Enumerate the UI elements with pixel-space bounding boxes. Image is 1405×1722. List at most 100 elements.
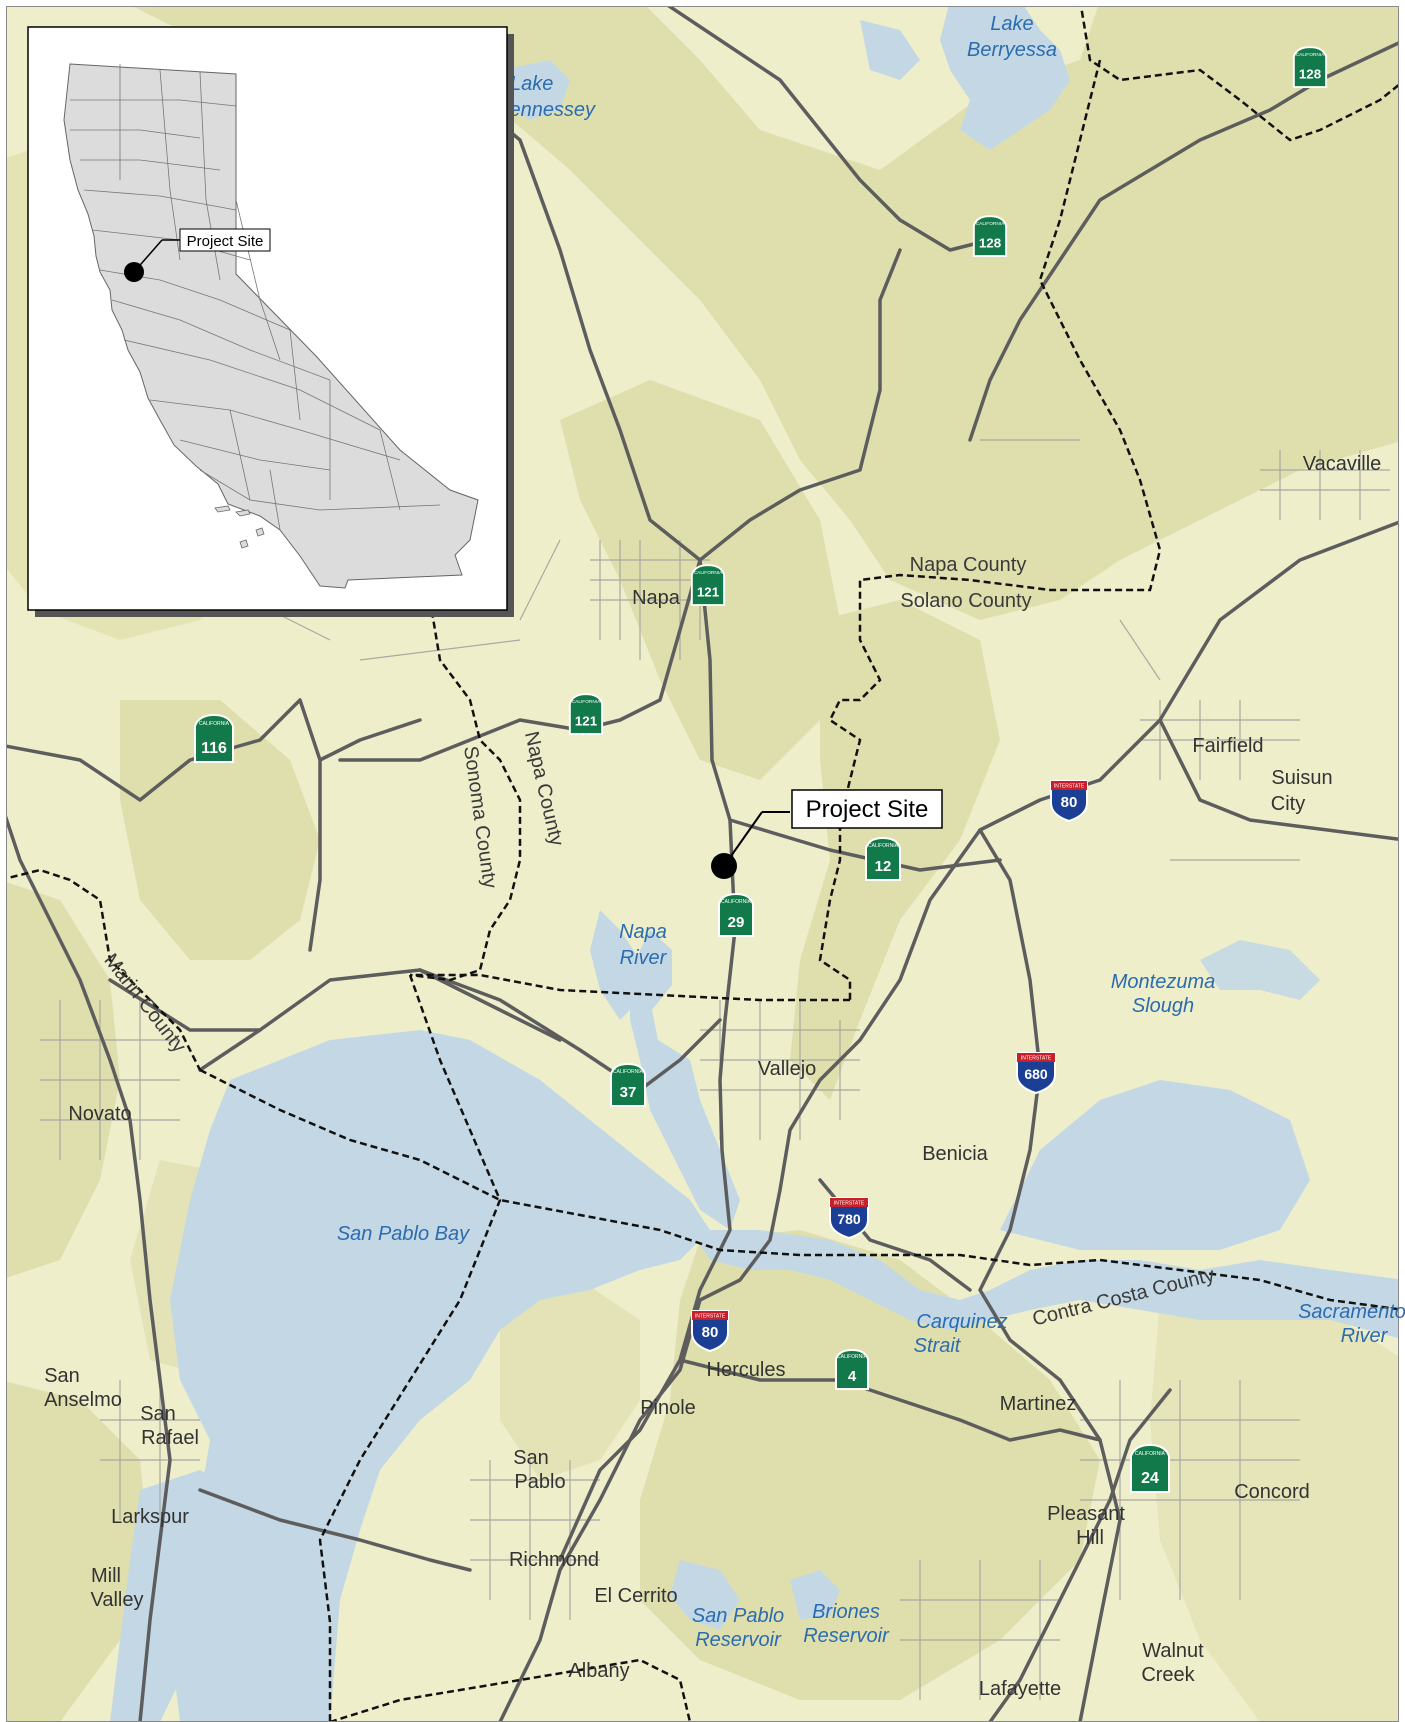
inset-site-label-box: [179, 228, 271, 252]
lake-hennessey-label: Lake: [510, 73, 553, 95]
place-benicia: Benicia: [922, 1143, 988, 1165]
california-outline: [63, 63, 479, 589]
svg-text:CALIFORNIA: CALIFORNIA: [1135, 1451, 1166, 1457]
svg-text:CALIFORNIA: CALIFORNIA: [721, 899, 752, 905]
place-san-rafael-2: Rafael: [141, 1427, 199, 1449]
svg-text:128: 128: [1299, 67, 1321, 82]
place-san-rafael: San: [140, 1403, 176, 1425]
highway-101: [6, 812, 172, 1722]
napa-sonoma-boundary: [409, 599, 522, 982]
san-pablo-bay: [160, 1030, 710, 1722]
briones-reservoir: [790, 1570, 840, 1620]
place-martinez: Martinez: [1000, 1393, 1077, 1415]
svg-text:CALIFORNIA: CALIFORNIA: [976, 221, 1005, 227]
state-route-shield-12: CALIFORNIA 12: [865, 836, 901, 881]
svg-text:24: 24: [1141, 1470, 1159, 1487]
place-suisun: Suisun: [1271, 767, 1332, 789]
place-pinole: Pinole: [640, 1397, 696, 1419]
place-lafayette: Lafayette: [979, 1678, 1061, 1700]
svg-text:29: 29: [728, 914, 745, 931]
inset-channel-islands: [214, 505, 265, 549]
svg-text:CALIFORNIA: CALIFORNIA: [572, 699, 601, 705]
lucas-valley-road: [108, 978, 262, 1032]
minor-roads: [40, 439, 1390, 1700]
state-route-shield-121-south: CALIFORNIA 121: [568, 693, 604, 736]
place-napa: Napa: [632, 587, 681, 609]
project-site-marker[interactable]: Project Site: [711, 789, 943, 879]
richmond-bridge: [198, 1488, 472, 1572]
interstate-shield-80-north: INTERSTATE 80: [1050, 780, 1088, 823]
state-route-shield-116: CALIFORNIA 116: [194, 713, 234, 763]
svg-text:80: 80: [1061, 794, 1078, 811]
napa-river-label-2: River: [620, 947, 668, 969]
interstate-shield-780: INTERSTATE 780: [829, 1197, 869, 1240]
inset-county-lines: [70, 64, 441, 531]
lake-hennessey: [500, 60, 570, 120]
place-vallejo: Vallejo: [758, 1058, 817, 1080]
svg-text:12: 12: [875, 858, 892, 875]
sacramento-river-label-2: River: [1341, 1325, 1389, 1347]
marin-sonoma-boundary: [6, 868, 202, 1071]
san-pablo-reservoir-label: San Pablo: [692, 1605, 784, 1627]
project-site-callout-box[interactable]: [791, 789, 943, 829]
san-pablo-bay-label: San Pablo Bay: [337, 1223, 470, 1245]
bay-boundary: [199, 1068, 1399, 1311]
interstate-680: [978, 828, 1122, 1722]
place-richmond: Richmond: [509, 1549, 599, 1571]
place-mill-valley: Mill: [91, 1565, 121, 1587]
place-novato: Novato: [68, 1103, 131, 1125]
highway-24: [988, 1388, 1172, 1722]
highway-128: [968, 40, 1399, 442]
place-labels: Napa Vacaville Fairfield Suisun City Val…: [44, 453, 1381, 1700]
napa-county-label: Napa County: [910, 554, 1027, 576]
project-site-callout-label: Project Site: [806, 796, 929, 823]
svg-text:CALIFORNIA: CALIFORNIA: [694, 570, 723, 576]
carquinez-strait-label: Carquinez: [916, 1311, 1007, 1333]
interstate-80: [498, 520, 1399, 1722]
napa-berryessa-road: [698, 248, 902, 562]
solano-county-label: Solano County: [900, 590, 1031, 612]
briones-reservoir-label: Briones: [812, 1601, 880, 1623]
place-pleasant-hill-2: Hill: [1076, 1527, 1104, 1549]
briones-reservoir-label-2: Reservoir: [803, 1625, 890, 1647]
carquinez-strait: [690, 1230, 1399, 1339]
place-fairfield: Fairfield: [1192, 735, 1263, 757]
svg-text:121: 121: [697, 585, 720, 600]
lakeville-road: [308, 758, 322, 952]
interstate-shield-680: INTERSTATE 680: [1016, 1052, 1056, 1095]
state-route-shield-37: CALIFORNIA 37: [610, 1062, 646, 1107]
highway-116: [6, 698, 422, 802]
svg-text:INTERSTATE: INTERSTATE: [695, 1314, 726, 1320]
place-walnut-creek-2: Creek: [1141, 1664, 1195, 1686]
place-san-pablo: San: [513, 1447, 549, 1469]
montezuma-slough-label-2: Slough: [1132, 995, 1194, 1017]
svg-text:INTERSTATE: INTERSTATE: [1021, 1056, 1052, 1062]
state-route-shield-4: CALIFORNIA 4: [835, 1348, 869, 1390]
place-larkspur: Larkspur: [111, 1506, 189, 1528]
place-hercules: Hercules: [707, 1359, 786, 1381]
water-labels: Lake Berryessa Lake Hennessey Napa River…: [337, 13, 1405, 1651]
state-route-shield-24: CALIFORNIA 24: [1130, 1443, 1170, 1493]
vaca-road: [1158, 718, 1399, 841]
montezuma-slough-label: Montezuma: [1111, 971, 1216, 993]
place-walnut-creek: Walnut: [1142, 1640, 1204, 1662]
interstate-shield-80-south: INTERSTATE 80: [691, 1310, 729, 1353]
inset-site-dot: [124, 262, 144, 282]
place-concord: Concord: [1234, 1481, 1310, 1503]
svg-text:CALIFORNIA: CALIFORNIA: [199, 721, 230, 727]
svg-text:116: 116: [201, 740, 227, 757]
svg-text:680: 680: [1024, 1066, 1048, 1082]
napa-river: [630, 930, 740, 1230]
lake-berryessa: [940, 6, 1070, 150]
place-san-anselmo-2: Anselmo: [44, 1389, 122, 1411]
project-site-dot[interactable]: [711, 853, 737, 879]
svg-text:CALIFORNIA: CALIFORNIA: [613, 1069, 644, 1075]
svg-text:80: 80: [702, 1324, 719, 1341]
napa-river-label: Napa: [619, 921, 667, 943]
svg-text:CALIFORNIA: CALIFORNIA: [837, 1354, 868, 1360]
svg-text:780: 780: [837, 1211, 861, 1227]
